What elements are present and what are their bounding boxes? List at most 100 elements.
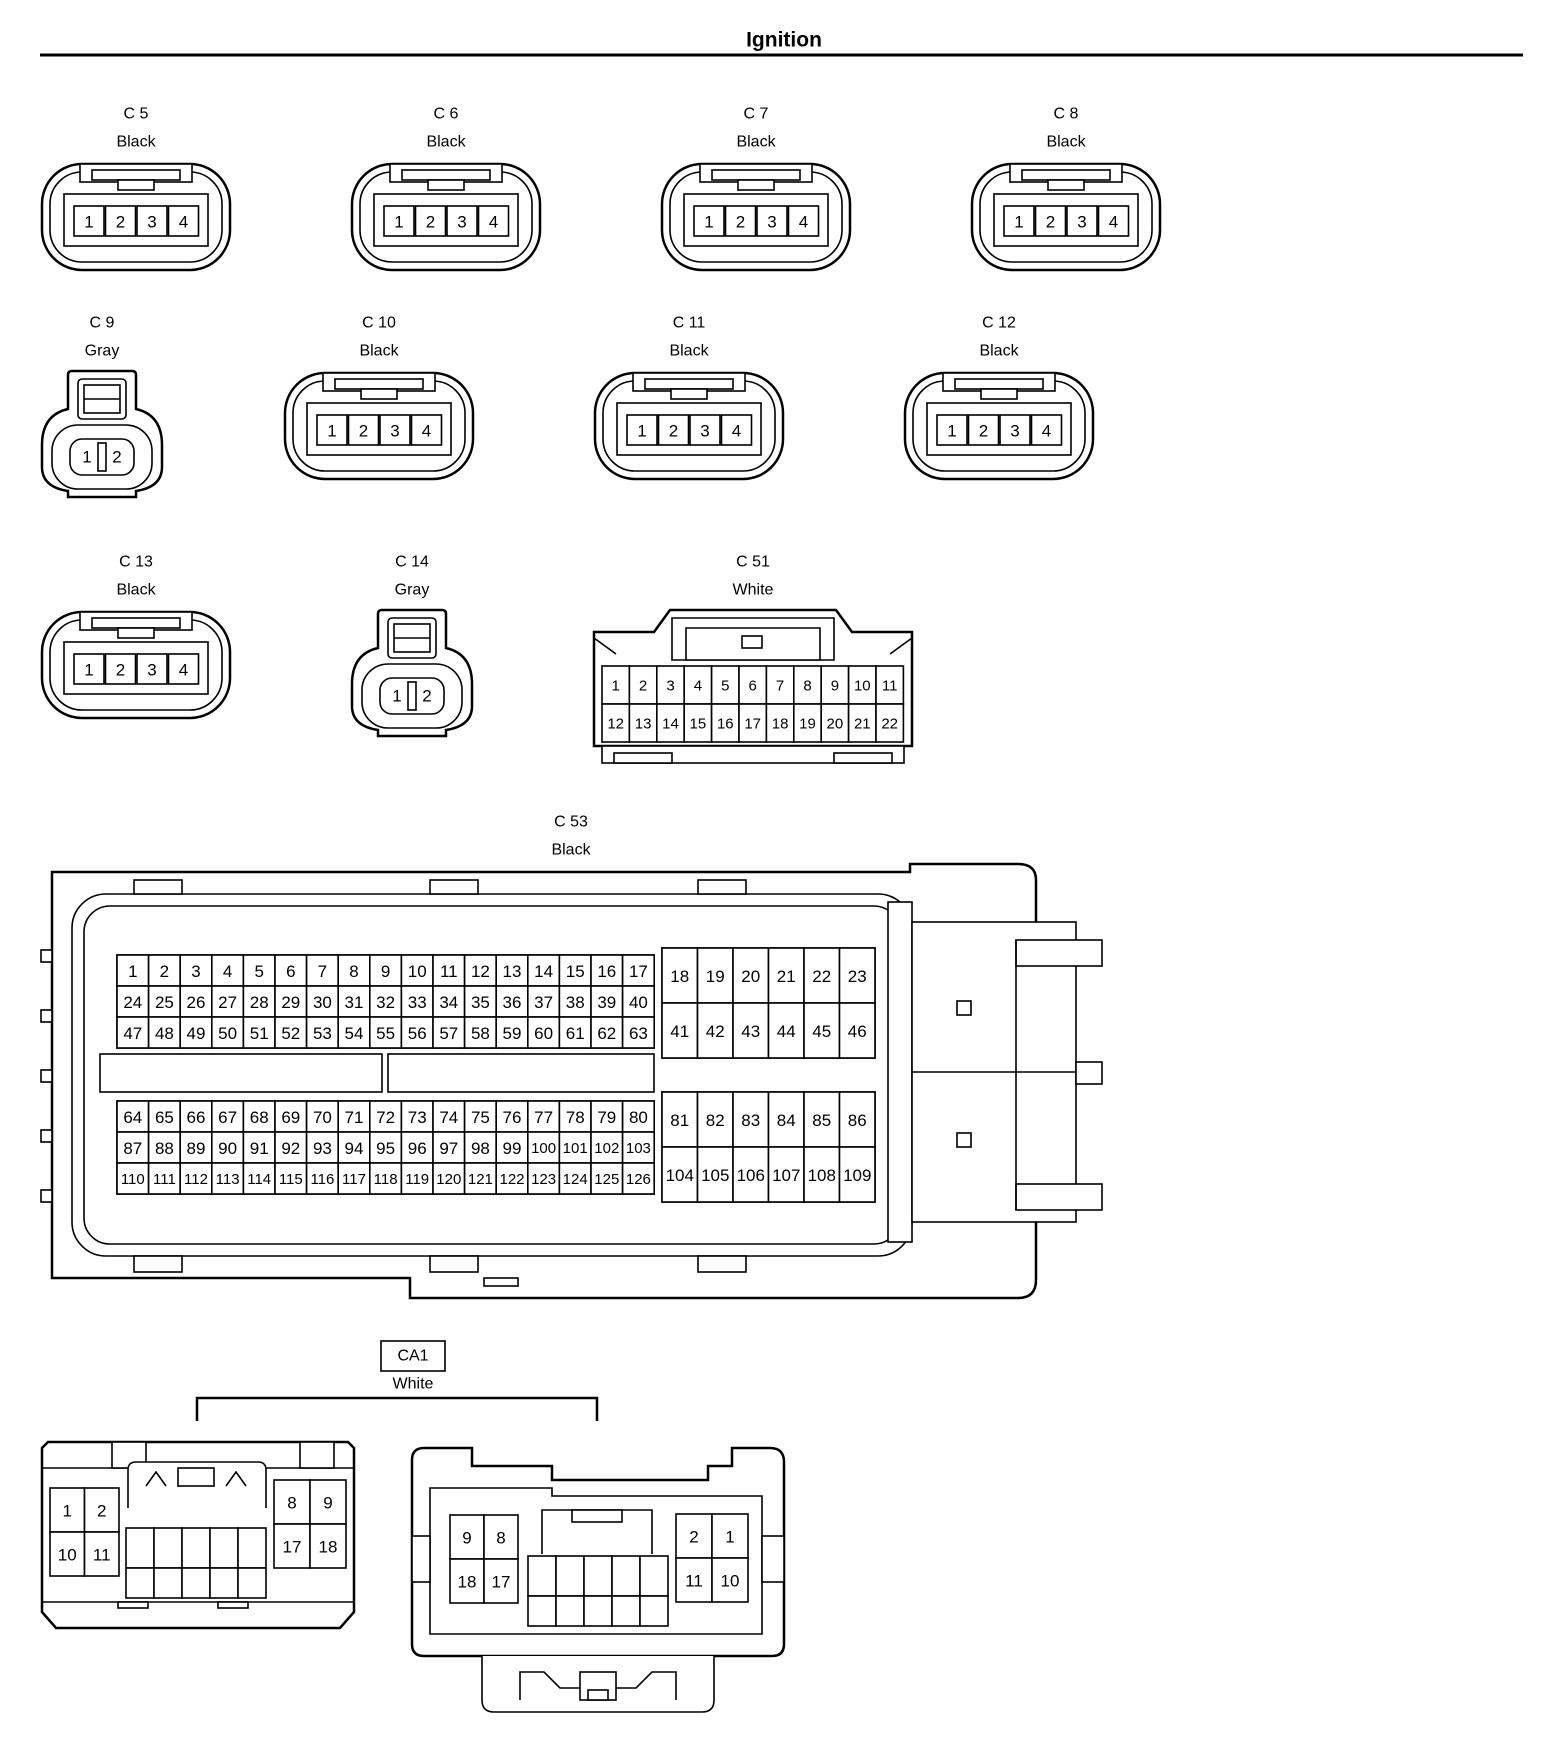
pin-cell bbox=[383, 205, 415, 237]
page-header: Ignition bbox=[40, 29, 1523, 57]
pin-number: 9 bbox=[462, 1529, 471, 1548]
pin-number: 11 bbox=[93, 1546, 111, 1565]
pin-cell bbox=[1066, 205, 1098, 237]
pin-number: 26 bbox=[187, 993, 206, 1012]
pin-number: 1 bbox=[947, 422, 956, 441]
pin-number: 3 bbox=[700, 422, 709, 441]
pin-cell bbox=[400, 1100, 434, 1133]
pin-cell bbox=[179, 1100, 213, 1133]
connector-id-label: C 8 bbox=[1054, 106, 1079, 123]
pin-cell bbox=[711, 1513, 749, 1559]
pin-cell bbox=[732, 1146, 770, 1203]
pin-cell bbox=[347, 414, 380, 446]
pin-cell bbox=[526, 1100, 561, 1133]
pin-number: 68 bbox=[250, 1108, 269, 1127]
pin-cell bbox=[710, 703, 740, 743]
pin-number: 59 bbox=[503, 1024, 522, 1043]
pin-number: 2 bbox=[422, 687, 431, 706]
pin-number: 78 bbox=[566, 1108, 585, 1127]
pin-number: 116 bbox=[310, 1171, 334, 1188]
pin-cell bbox=[116, 1016, 150, 1049]
pin-cell bbox=[136, 653, 168, 685]
pin-number: 115 bbox=[279, 1171, 303, 1188]
pin-cell bbox=[209, 1567, 239, 1599]
pin-number: 3 bbox=[390, 422, 399, 441]
pin-number: 56 bbox=[408, 1024, 427, 1043]
connector-id-label: C 11 bbox=[673, 315, 706, 332]
pin-cell bbox=[463, 1162, 498, 1195]
pin-number: 14 bbox=[534, 962, 553, 981]
pin-number: 20 bbox=[827, 716, 844, 733]
pin-cell bbox=[305, 985, 340, 1018]
pin-number: 18 bbox=[670, 967, 689, 986]
pin-number: 119 bbox=[405, 1171, 429, 1188]
pin-cell bbox=[209, 1527, 239, 1569]
pin-number: 93 bbox=[313, 1139, 332, 1158]
pin-cell bbox=[242, 1100, 276, 1133]
pin-number: 52 bbox=[281, 1024, 300, 1043]
pin-number: 16 bbox=[597, 962, 616, 981]
pin-cell bbox=[526, 1016, 561, 1049]
pin-cell bbox=[710, 665, 740, 705]
pin-number: 47 bbox=[123, 1024, 142, 1043]
pin-number: 1 bbox=[84, 661, 93, 680]
pin-number: 73 bbox=[408, 1108, 427, 1127]
pin-number: 27 bbox=[218, 993, 237, 1012]
pin-number: 4 bbox=[179, 213, 188, 232]
pin-cell bbox=[274, 985, 308, 1018]
pin-cell bbox=[820, 703, 850, 743]
pin-cell bbox=[583, 1595, 613, 1627]
pin-number: 95 bbox=[376, 1139, 395, 1158]
pin-number: 89 bbox=[187, 1139, 206, 1158]
pin-number: 11 bbox=[685, 1572, 703, 1591]
pin-cell bbox=[116, 1100, 150, 1133]
pin-number: 17 bbox=[744, 716, 761, 733]
pin-cell bbox=[847, 703, 877, 743]
pin-number: 45 bbox=[812, 1022, 831, 1041]
pin-cell bbox=[724, 205, 757, 237]
pin-number: 2 bbox=[736, 213, 745, 232]
pin-number: 99 bbox=[503, 1139, 522, 1158]
connector-id-label: C 53 bbox=[554, 814, 588, 831]
pin-cell bbox=[555, 1595, 585, 1627]
pin-number: 34 bbox=[439, 993, 458, 1012]
pin-cell bbox=[414, 205, 447, 237]
connector-color-label: Black bbox=[1046, 134, 1086, 151]
pin-cell bbox=[153, 1527, 183, 1569]
pin-cell bbox=[125, 1527, 155, 1569]
pin-number: 35 bbox=[471, 993, 490, 1012]
pin-number: 2 bbox=[116, 213, 125, 232]
pin-number: 11 bbox=[440, 962, 458, 981]
connector-id-label: C 5 bbox=[124, 106, 149, 123]
pin-number: 105 bbox=[701, 1166, 729, 1185]
pin-number: 126 bbox=[626, 1171, 651, 1188]
pin-number: 48 bbox=[155, 1024, 174, 1043]
pin-number: 37 bbox=[534, 993, 553, 1012]
pin-number: 1 bbox=[612, 678, 620, 695]
pin-cell bbox=[463, 1131, 498, 1164]
pin-number: 107 bbox=[772, 1166, 800, 1185]
pin-number: 83 bbox=[741, 1111, 760, 1130]
pin-cell bbox=[875, 703, 905, 743]
pin-cell bbox=[838, 1146, 876, 1203]
connector-id-label: C 14 bbox=[395, 554, 429, 571]
pin-number: 64 bbox=[123, 1108, 142, 1127]
pin-number: 46 bbox=[848, 1022, 867, 1041]
pin-cell bbox=[181, 1567, 211, 1599]
pin-number: 5 bbox=[721, 678, 729, 695]
pin-number: 22 bbox=[881, 716, 898, 733]
pin-cell bbox=[558, 1131, 592, 1164]
pin-cell bbox=[316, 414, 348, 446]
pin-number: 1 bbox=[128, 962, 137, 981]
pin-cell bbox=[368, 1162, 403, 1195]
pin-number: 4 bbox=[1109, 213, 1118, 232]
pin-number: 22 bbox=[812, 967, 831, 986]
pin-number: 114 bbox=[247, 1171, 271, 1188]
pin-cell bbox=[967, 414, 1000, 446]
pin-cell bbox=[73, 653, 105, 685]
